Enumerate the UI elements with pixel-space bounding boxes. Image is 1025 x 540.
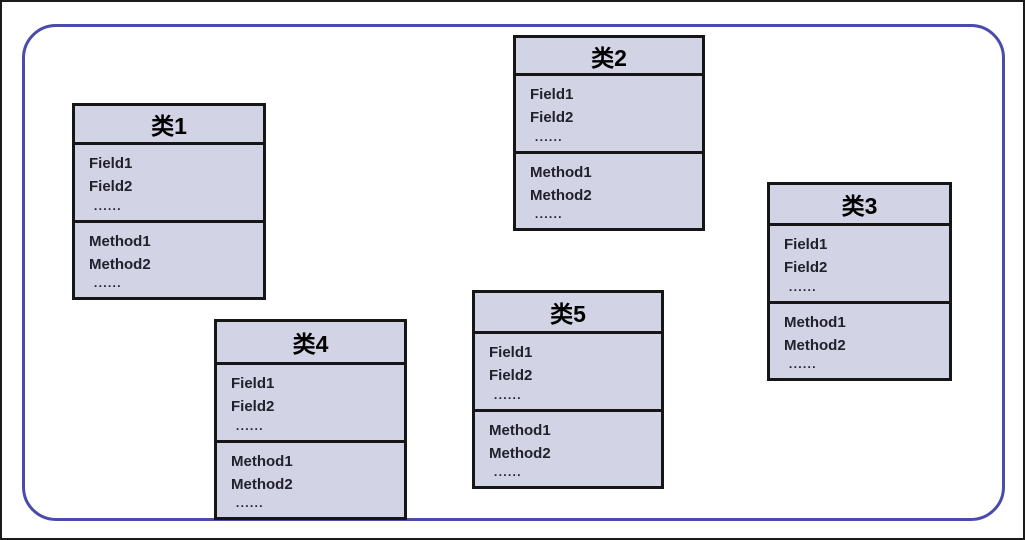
uml-fields-ellipsis: ...... — [788, 280, 817, 294]
uml-fields-compartment-class3: Field1 Field2 ...... — [770, 226, 949, 304]
uml-class-title-class5: 类5 — [475, 293, 661, 334]
uml-methods-ellipsis: ...... — [235, 496, 264, 511]
uml-class-title-class4: 类4 — [217, 322, 404, 365]
uml-fields-compartment-class5: Field1 Field2 ...... — [475, 334, 661, 412]
class-group-frame — [22, 24, 1005, 521]
uml-field-item: Field2 — [231, 398, 275, 416]
uml-methods-compartment-class3: Method1 Method2 ...... — [770, 304, 949, 379]
uml-field-item: Field1 — [784, 236, 828, 253]
uml-method-item: Method2 — [530, 186, 592, 204]
uml-field-item: Field1 — [530, 86, 574, 103]
uml-field-item: Field1 — [89, 155, 133, 172]
uml-methods-compartment-class2: Method1 Method2 ...... — [516, 154, 702, 229]
uml-methods-ellipsis: ...... — [93, 276, 122, 291]
uml-class-title-class3: 类3 — [770, 185, 949, 226]
uml-field-item: Field2 — [89, 178, 133, 196]
uml-field-item: Field2 — [489, 367, 533, 385]
uml-fields-compartment-class4: Field1 Field2 ...... — [217, 365, 404, 443]
uml-method-item: Method1 — [89, 232, 151, 250]
uml-methods-compartment-class5: Method1 Method2 ...... — [475, 412, 661, 487]
uml-method-item: Method2 — [784, 336, 846, 354]
uml-class-title-class2: 类2 — [516, 38, 702, 76]
uml-method-item: Method2 — [89, 255, 151, 273]
uml-method-item: Method1 — [784, 313, 846, 331]
uml-fields-ellipsis: ...... — [235, 419, 264, 433]
uml-method-item: Method1 — [530, 163, 592, 181]
uml-fields-compartment-class2: Field1 Field2 ...... — [516, 76, 702, 154]
uml-fields-compartment-class1: Field1 Field2 ...... — [75, 145, 263, 223]
uml-class-box-class2[interactable]: 类2 Field1 Field2 ...... Method1 Method2 … — [513, 35, 705, 231]
uml-class-box-class5[interactable]: 类5 Field1 Field2 ...... Method1 Method2 … — [472, 290, 664, 489]
uml-field-item: Field1 — [231, 375, 275, 392]
uml-method-item: Method1 — [489, 421, 551, 439]
uml-methods-compartment-class4: Method1 Method2 ...... — [217, 443, 404, 518]
uml-field-item: Field2 — [784, 259, 828, 277]
uml-class-box-class1[interactable]: 类1 Field1 Field2 ...... Method1 Method2 … — [72, 103, 266, 300]
uml-method-item: Method2 — [231, 475, 293, 493]
uml-methods-compartment-class1: Method1 Method2 ...... — [75, 223, 263, 298]
uml-class-box-class3[interactable]: 类3 Field1 Field2 ...... Method1 Method2 … — [767, 182, 952, 381]
uml-field-item: Field1 — [489, 344, 533, 361]
uml-fields-ellipsis: ...... — [93, 199, 122, 213]
uml-fields-ellipsis: ...... — [493, 388, 522, 402]
uml-method-item: Method2 — [489, 444, 551, 462]
uml-methods-ellipsis: ...... — [534, 207, 563, 222]
uml-class-title-class1: 类1 — [75, 106, 263, 145]
uml-method-item: Method1 — [231, 452, 293, 470]
uml-methods-ellipsis: ...... — [493, 465, 522, 480]
uml-class-box-class4[interactable]: 类4 Field1 Field2 ...... Method1 Method2 … — [214, 319, 407, 520]
uml-fields-ellipsis: ...... — [534, 130, 563, 144]
uml-field-item: Field2 — [530, 109, 574, 127]
uml-methods-ellipsis: ...... — [788, 357, 817, 372]
